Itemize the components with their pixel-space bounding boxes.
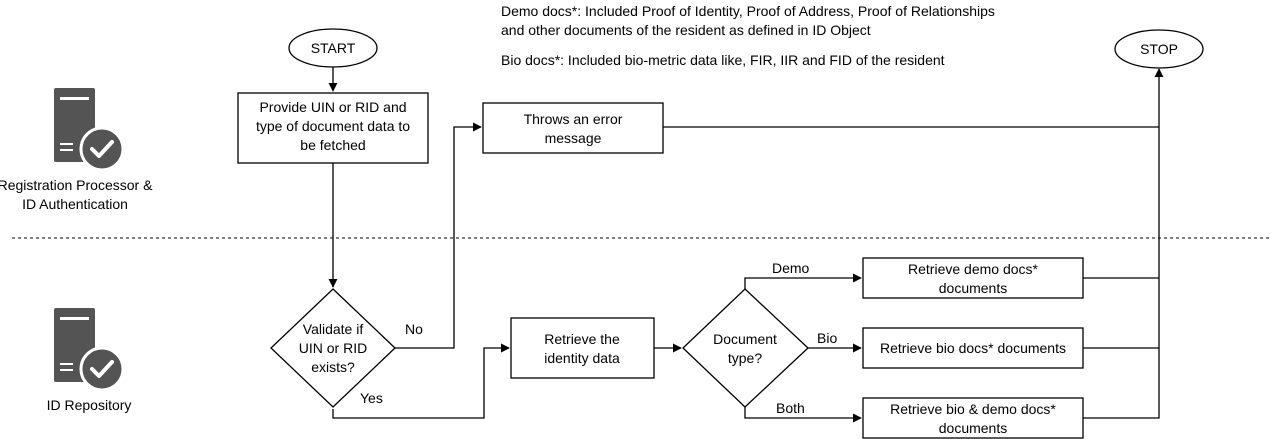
retrieve-bio-box bbox=[862, 327, 1084, 369]
server-check-icon bbox=[54, 308, 125, 392]
edge-label-yes: Yes bbox=[360, 390, 383, 406]
edge-demo bbox=[744, 273, 862, 289]
retrieve-bio-label: Retrieve bio docs* documents bbox=[880, 340, 1066, 356]
validate-decision bbox=[270, 288, 396, 408]
retrieve-identity-line1: Retrieve the bbox=[544, 331, 620, 347]
error-message-line2: message bbox=[545, 130, 602, 146]
lane-label-bottom: ID Repository bbox=[47, 397, 132, 413]
stop-label: STOP bbox=[1140, 41, 1178, 57]
retrieve-both-line1: Retrieve bio & demo docs* bbox=[890, 401, 1056, 417]
edge-label-bio: Bio bbox=[817, 330, 837, 346]
note-demo-line2: and other documents of the resident as d… bbox=[501, 22, 871, 38]
validate-line1: Validate if bbox=[303, 321, 364, 337]
lane-label-top-line2: ID Authentication bbox=[22, 196, 128, 212]
edge-label-demo: Demo bbox=[772, 260, 810, 276]
start-node bbox=[288, 28, 378, 68]
edge-yes bbox=[332, 343, 510, 419]
document-type-line2: type? bbox=[728, 350, 762, 366]
start-label: START bbox=[311, 40, 356, 56]
retrieve-demo-box bbox=[862, 257, 1084, 299]
retrieve-identity-box bbox=[510, 317, 655, 379]
edge-label-both: Both bbox=[776, 400, 805, 416]
edge-both bbox=[744, 407, 862, 423]
stop-node bbox=[1114, 29, 1204, 69]
edge-no bbox=[395, 122, 482, 349]
provide-ids-line1: Provide UIN or RID and bbox=[259, 99, 406, 115]
document-type-line1: Document bbox=[713, 331, 777, 347]
retrieve-demo-line1: Retrieve demo docs* bbox=[908, 261, 1039, 277]
error-message-line1: Throws an error bbox=[524, 111, 623, 127]
lane-label-top-line1: Registration Processor & bbox=[0, 177, 153, 193]
retrieve-identity-line2: identity data bbox=[544, 350, 620, 366]
note-demo-line1: Demo docs*: Included Proof of Identity, … bbox=[501, 3, 995, 19]
document-type-decision bbox=[682, 288, 809, 408]
retrieve-demo-line2: documents bbox=[939, 280, 1007, 296]
retrieve-both-box bbox=[862, 397, 1084, 439]
error-message-box bbox=[482, 102, 664, 154]
provide-ids-line3: be fetched bbox=[300, 137, 365, 153]
provide-ids-line2: type of document data to bbox=[256, 118, 410, 134]
server-check-icon bbox=[54, 88, 125, 172]
edge-both-to-stop bbox=[1083, 68, 1164, 419]
validate-line3: exists? bbox=[311, 359, 355, 375]
note-bio: Bio docs*: Included bio-metric data like… bbox=[501, 52, 945, 68]
provide-ids-box bbox=[237, 92, 429, 164]
validate-line2: UIN or RID bbox=[299, 340, 367, 356]
edge-label-no: No bbox=[405, 321, 423, 337]
retrieve-both-line2: documents bbox=[939, 420, 1007, 436]
